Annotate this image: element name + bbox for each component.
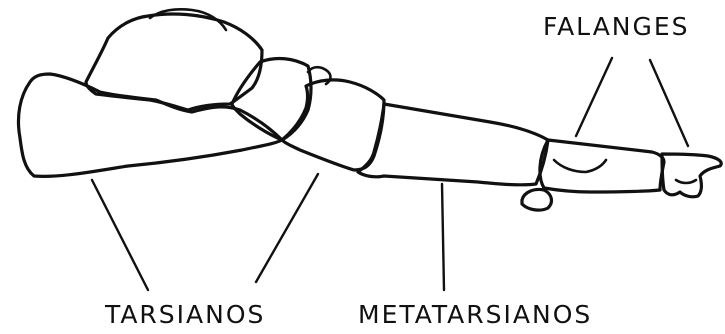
falanges-label: FALANGES xyxy=(543,14,690,39)
distal-phalanx-bone xyxy=(662,154,721,197)
falanges-leader-right xyxy=(650,60,688,146)
tarsianos-label: TARSIANOS xyxy=(105,302,265,327)
tarsianos-leader-left xyxy=(92,180,148,290)
sesamoid-bone xyxy=(522,189,551,210)
cuneiform-bone xyxy=(282,80,384,170)
phalanx-detail xyxy=(554,160,606,172)
talus-head-detail xyxy=(150,9,226,30)
calcaneus-bone xyxy=(18,74,282,176)
metatarsianos-label: METATARSIANOS xyxy=(358,302,592,327)
metatarsianos-leader xyxy=(442,184,444,290)
tarsianos-leader-right xyxy=(256,174,318,282)
navicular-bone xyxy=(232,59,311,140)
metatarsal-bones xyxy=(358,104,548,185)
falanges-leader-left xyxy=(576,58,612,136)
toe-tip-detail xyxy=(676,180,696,183)
